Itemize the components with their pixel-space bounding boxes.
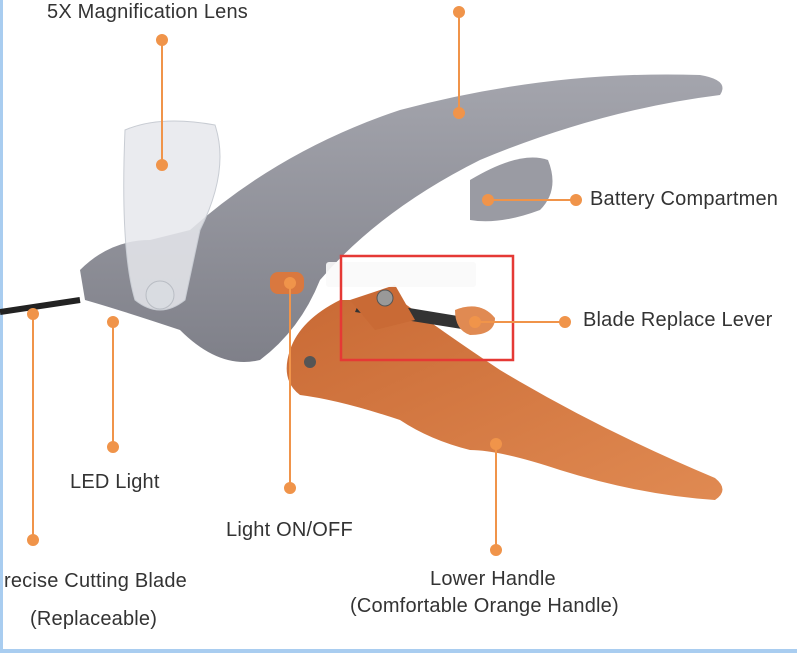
highlight-box <box>339 254 515 362</box>
label-blade-replace-lever: Blade Replace Lever <box>583 309 773 331</box>
callout-upper-handle <box>453 6 465 119</box>
upper-handle <box>80 74 723 362</box>
magnification-lens <box>123 120 221 311</box>
label-cutting-blade-note: (Replaceable) <box>30 608 158 630</box>
label-light-switch: Light ON/OFF <box>226 519 353 541</box>
callout-magnification-lens <box>156 34 168 171</box>
callout-lines <box>27 6 582 556</box>
callout-lower-handle <box>490 438 502 556</box>
handle-pivot <box>304 356 316 368</box>
battery-compartment <box>470 157 553 222</box>
label-cutting-blade: recise Cutting Blade <box>4 570 187 592</box>
label-lower-handle: Lower Handle <box>430 568 556 590</box>
label-battery-compartment: Battery Compartmen <box>590 188 779 210</box>
white-patch <box>326 262 476 287</box>
label-lower-handle-note: (Comfortable Orange Handle) <box>350 595 619 617</box>
callout-cutting-blade <box>27 308 39 546</box>
callout-light-switch <box>284 277 296 494</box>
power-cord <box>0 297 81 315</box>
lower-handle <box>286 300 723 500</box>
callout-battery <box>482 194 582 206</box>
label-magnification-lens: 5X Magnification Lens <box>47 1 248 23</box>
callout-led-light <box>107 316 119 453</box>
label-led-light: LED Light <box>70 471 160 493</box>
callout-blade-lever <box>469 316 571 328</box>
